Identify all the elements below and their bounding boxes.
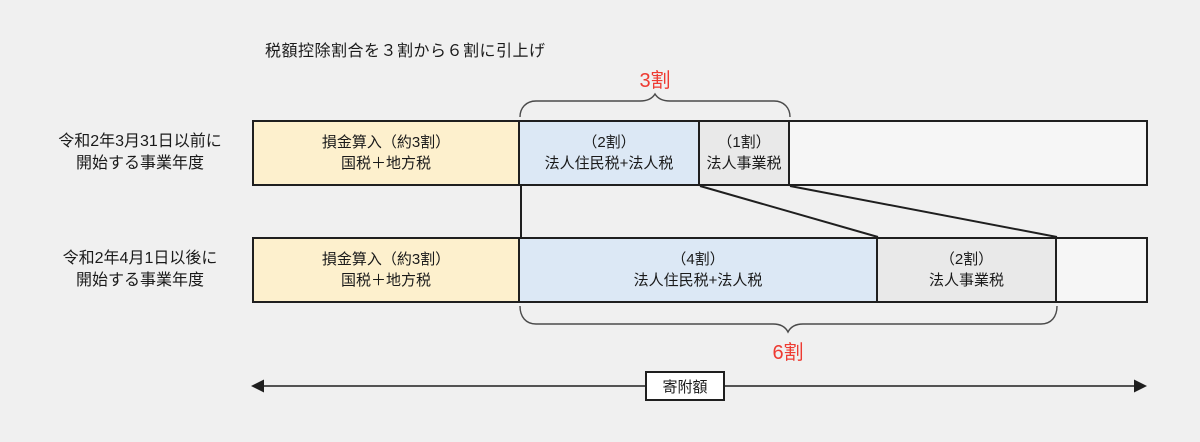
arrow-head-left <box>251 379 264 393</box>
segment-remainder <box>1055 237 1148 303</box>
segment-line2: 国税＋地方税 <box>340 272 431 289</box>
segment-loss-inclusion: 損金算入（約3割） 国税＋地方税 <box>252 237 520 303</box>
row-label-before-fy: 令和2年3月31日以前に 開始する事業年度 <box>25 131 255 175</box>
segment-line2: 法人事業税 <box>706 155 782 172</box>
bottom-brace-label: 6割 <box>772 342 804 364</box>
top-brace-label: 3割 <box>639 70 671 92</box>
segment-line1: （4割） <box>671 251 725 268</box>
segment-resident-corporate-tax: （2割） 法人住民税+法人税 <box>518 120 700 186</box>
segment-enterprise-tax: （1割） 法人事業税 <box>698 120 790 186</box>
row-label-line1: 令和2年4月1日以後に <box>62 250 218 267</box>
donation-amount-box: 寄附額 <box>645 371 725 401</box>
row-label-line2: 開始する事業年度 <box>75 155 204 172</box>
fiscal-year-row-before: 損金算入（約3割） 国税＋地方税 （2割） 法人住民税+法人税 （1割） 法人事… <box>252 120 1148 186</box>
segment-line1: 損金算入（約3割） <box>321 251 451 268</box>
segment-loss-inclusion: 損金算入（約3割） 国税＋地方税 <box>252 120 520 186</box>
row-label-line1: 令和2年3月31日以前に <box>58 133 222 150</box>
segment-remainder <box>788 120 1148 186</box>
segment-line2: 国税＋地方税 <box>340 155 431 172</box>
top-brace <box>519 92 791 118</box>
arrow-head-right <box>1134 379 1147 393</box>
fiscal-year-row-after: 損金算入（約3割） 国税＋地方税 （4割） 法人住民税+法人税 （2割） 法人事… <box>252 237 1148 303</box>
segment-enterprise-tax: （2割） 法人事業税 <box>876 237 1057 303</box>
segment-line2: 法人事業税 <box>928 272 1004 289</box>
segment-line1: （2割） <box>939 251 994 268</box>
segment-line1: （2割） <box>582 134 636 151</box>
segment-line2: 法人住民税+法人税 <box>633 272 763 289</box>
segment-line1: 損金算入（約3割） <box>321 134 451 151</box>
bottom-brace <box>519 305 1058 334</box>
row-label-line2: 開始する事業年度 <box>75 272 204 289</box>
donation-amount-label: 寄附額 <box>662 378 708 396</box>
row-label-after-fy: 令和2年4月1日以後に 開始する事業年度 <box>25 248 255 292</box>
heading-note: 税額控除割合を３割から６割に引上げ <box>265 43 546 60</box>
segment-line1: （1割） <box>717 134 771 151</box>
segment-line2: 法人住民税+法人税 <box>544 155 674 172</box>
segment-resident-corporate-tax: （4割） 法人住民税+法人税 <box>518 237 878 303</box>
connector-diagonal-2 <box>789 185 1058 238</box>
connector-diagonal-1 <box>699 185 879 238</box>
